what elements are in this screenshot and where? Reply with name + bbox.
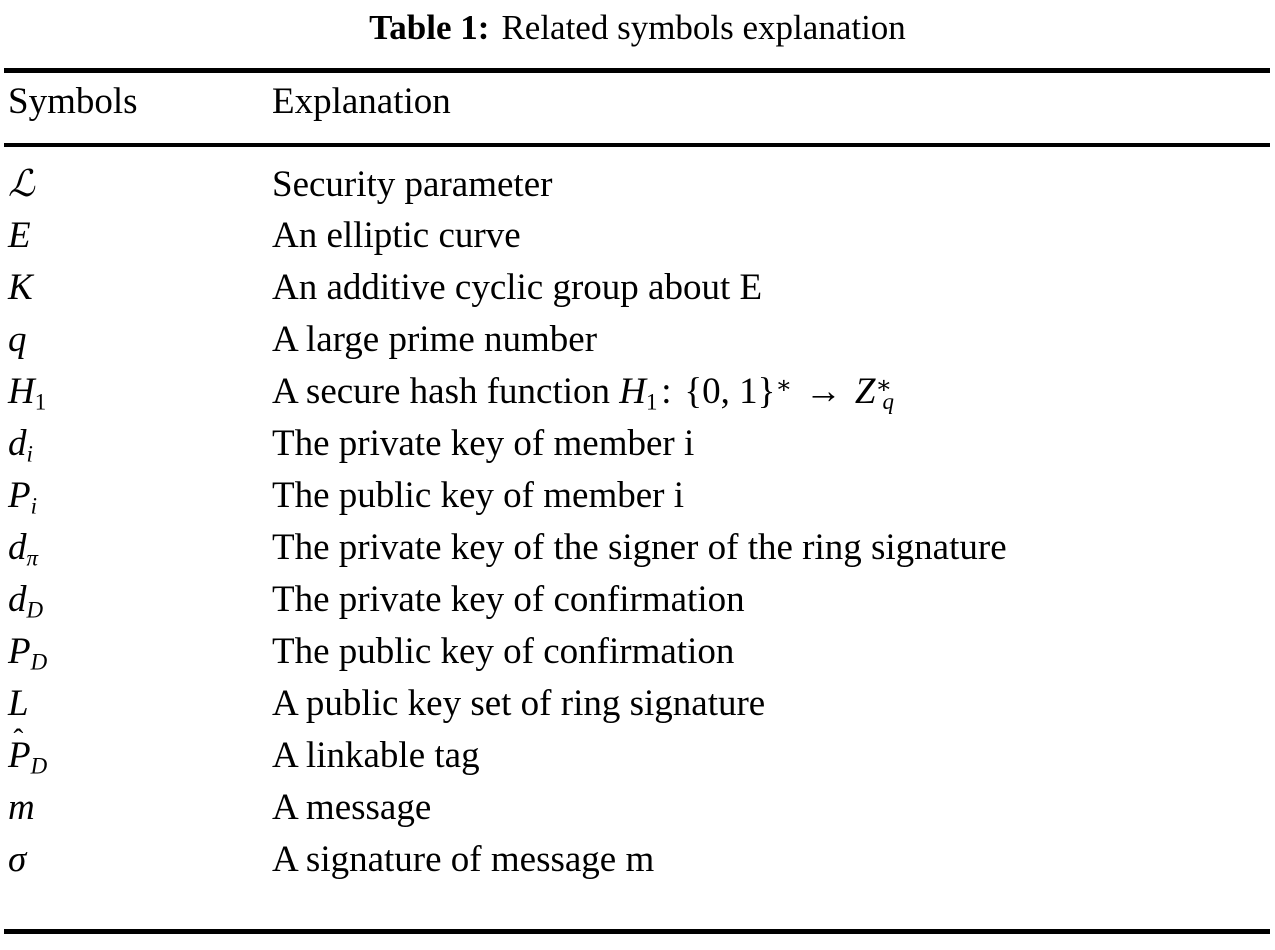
table-bottom-rule	[4, 929, 1270, 934]
table-row: PD The public key of confirmation	[8, 626, 1268, 678]
symbol-glyph: σ	[8, 839, 27, 880]
math-H-subscript: 1	[646, 389, 658, 415]
symbol-cell: L	[8, 678, 272, 730]
explanation-cell: An elliptic curve	[272, 215, 521, 256]
table-body: ℒ Security parameter E An elliptic curve…	[8, 158, 1268, 886]
math-bitset: {0, 1}	[684, 371, 776, 412]
math-star: ∗	[775, 371, 793, 399]
table-row: dD The private key of confirmation	[8, 574, 1268, 626]
math-Z: Z	[854, 371, 876, 412]
symbol-glyph: L	[8, 683, 29, 724]
symbol-cell: q	[8, 314, 272, 366]
symbol-cell: di	[8, 423, 33, 467]
table-caption: Table 1: Related symbols explanation	[0, 0, 1275, 56]
symbol-glyph: E	[8, 215, 31, 256]
math-arrow-icon: →	[804, 371, 842, 412]
table-top-rule	[4, 68, 1270, 73]
math-H: H	[619, 371, 647, 412]
explanation-cell: A large prime number	[272, 319, 598, 360]
explanation-cell: The private key of member i	[272, 423, 695, 464]
caption-text: Related symbols explanation	[501, 8, 906, 47]
table-row: L A public key set of ring signature	[8, 678, 1268, 730]
explanation-cell: Security parameter	[272, 164, 553, 205]
explanation-text: A secure hash function	[272, 371, 620, 412]
explanation-cell: The private key of confirmation	[272, 579, 745, 620]
math-Zq: Z∗q	[855, 366, 894, 418]
symbol-glyph: m	[8, 787, 35, 828]
explanation-cell: The public key of member i	[272, 475, 685, 516]
symbol-glyph: H	[8, 371, 35, 412]
explanation-cell: A public key set of ring signature	[272, 683, 766, 724]
caption-label: Table 1:	[369, 8, 490, 47]
symbol-cell: ℒ	[8, 162, 35, 205]
math-Z-subscript: q	[882, 389, 894, 415]
explanation-cell: A linkable tag	[272, 735, 480, 776]
table-row: ̂PD A linkable tag	[8, 730, 1268, 782]
explanation-cell: A signature of message m	[272, 839, 655, 880]
symbol-glyph: K	[8, 267, 33, 308]
explanation-cell: A message	[272, 787, 432, 828]
math-Z-star: ∗	[875, 371, 893, 399]
table-row: q A large prime number	[8, 314, 1268, 366]
table-row: m A message	[8, 782, 1268, 834]
table-header-rule	[4, 143, 1270, 147]
explanation-cell: The public key of confirmation	[272, 631, 735, 672]
symbol-cell: H1	[8, 366, 272, 418]
symbol-cell: E	[8, 210, 272, 262]
symbol-glyph: q	[8, 319, 27, 360]
table-row: di The private key of member i	[8, 418, 1268, 470]
symbol-cell: Pi	[8, 475, 37, 519]
table-row: Pi The public key of member i	[8, 470, 1268, 522]
symbol-cell: PD	[8, 631, 48, 675]
symbol-cell: ̂PD	[8, 730, 272, 782]
table-row: E An elliptic curve	[8, 210, 1268, 262]
symbol-cell: K	[8, 262, 272, 314]
table-row: ℒ Security parameter	[8, 158, 1268, 210]
symbol-cell: σ	[8, 834, 272, 886]
column-header-explanation: Explanation	[272, 81, 451, 122]
table-row: H1 A secure hash function H1: {0, 1}∗ → …	[8, 366, 1268, 418]
table-row: σ A signature of message m	[8, 834, 1268, 886]
symbol-subscript: 1	[34, 389, 47, 415]
explanation-cell: The private key of the signer of the rin…	[272, 527, 1007, 568]
math-colon: :	[661, 371, 672, 412]
explanation-cell: An additive cyclic group about E	[272, 267, 763, 308]
table-row: dπ The private key of the signer of the …	[8, 522, 1268, 574]
column-header-symbols: Symbols	[8, 81, 138, 122]
explanation-cell: A secure hash function H1: {0, 1}∗ → Z∗q	[272, 366, 1268, 418]
table-header-row: Symbols Explanation	[8, 79, 1268, 135]
symbol-cell: dπ	[8, 527, 38, 571]
table-row: K An additive cyclic group about E	[8, 262, 1268, 314]
symbol-cell: m	[8, 782, 272, 834]
symbol-cell: dD	[8, 579, 44, 623]
p-hat-symbol: ̂P	[8, 735, 31, 776]
